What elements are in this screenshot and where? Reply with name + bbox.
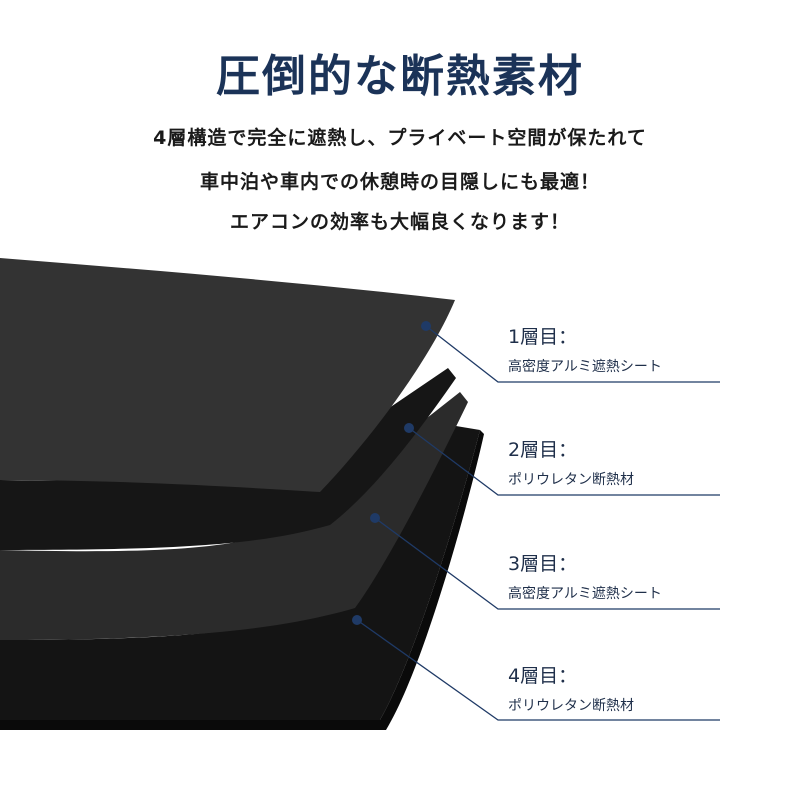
layer-2-foam: [0, 368, 456, 550]
layer-label-1: 1層目： 高密度アルミ遮熱シート: [508, 325, 720, 377]
layer-label-3: 3層目： 高密度アルミ遮熱シート: [508, 552, 720, 604]
layer-4-foam: [0, 425, 480, 720]
leader-dot-4: [352, 615, 362, 625]
leader-line-3: [374, 517, 720, 610]
leader-dot-3: [370, 513, 380, 523]
layer-2-title: 2層目：: [508, 439, 578, 461]
layer-4-title: 4層目：: [508, 665, 578, 687]
leader-line-2: [408, 427, 720, 496]
layer-4-material: ポリウレタン断熱材: [508, 698, 634, 714]
layer-3-material: 高密度アルミ遮熱シート: [508, 586, 662, 602]
layer-1-material: 高密度アルミ遮熱シート: [508, 359, 662, 375]
leader-line-1: [425, 325, 720, 383]
layer-3-title: 3層目：: [508, 553, 578, 575]
headline: 圧倒的な断熱素材: [216, 51, 584, 102]
layer-1-sheet: [0, 258, 455, 492]
description-line-1: 4層構造で完全に遮熱し、プライベート空間が保たれて: [153, 127, 647, 149]
description-line-2: 車中泊や車内での休憩時の目隠しにも最適！: [199, 171, 600, 193]
leader-dot-2: [404, 423, 414, 433]
leader-line-4: [356, 619, 720, 721]
leader-dot-1: [421, 321, 431, 331]
layer-1-title: 1層目：: [508, 326, 578, 348]
layer-3-sheet: [0, 392, 468, 640]
layer-2-material: ポリウレタン断熱材: [508, 472, 634, 488]
description-line-3: エアコンの効率も大幅良くなります！: [229, 211, 570, 233]
layer-label-4: 4層目： ポリウレタン断熱材: [508, 664, 720, 716]
layer-label-2: 2層目： ポリウレタン断熱材: [508, 438, 720, 490]
